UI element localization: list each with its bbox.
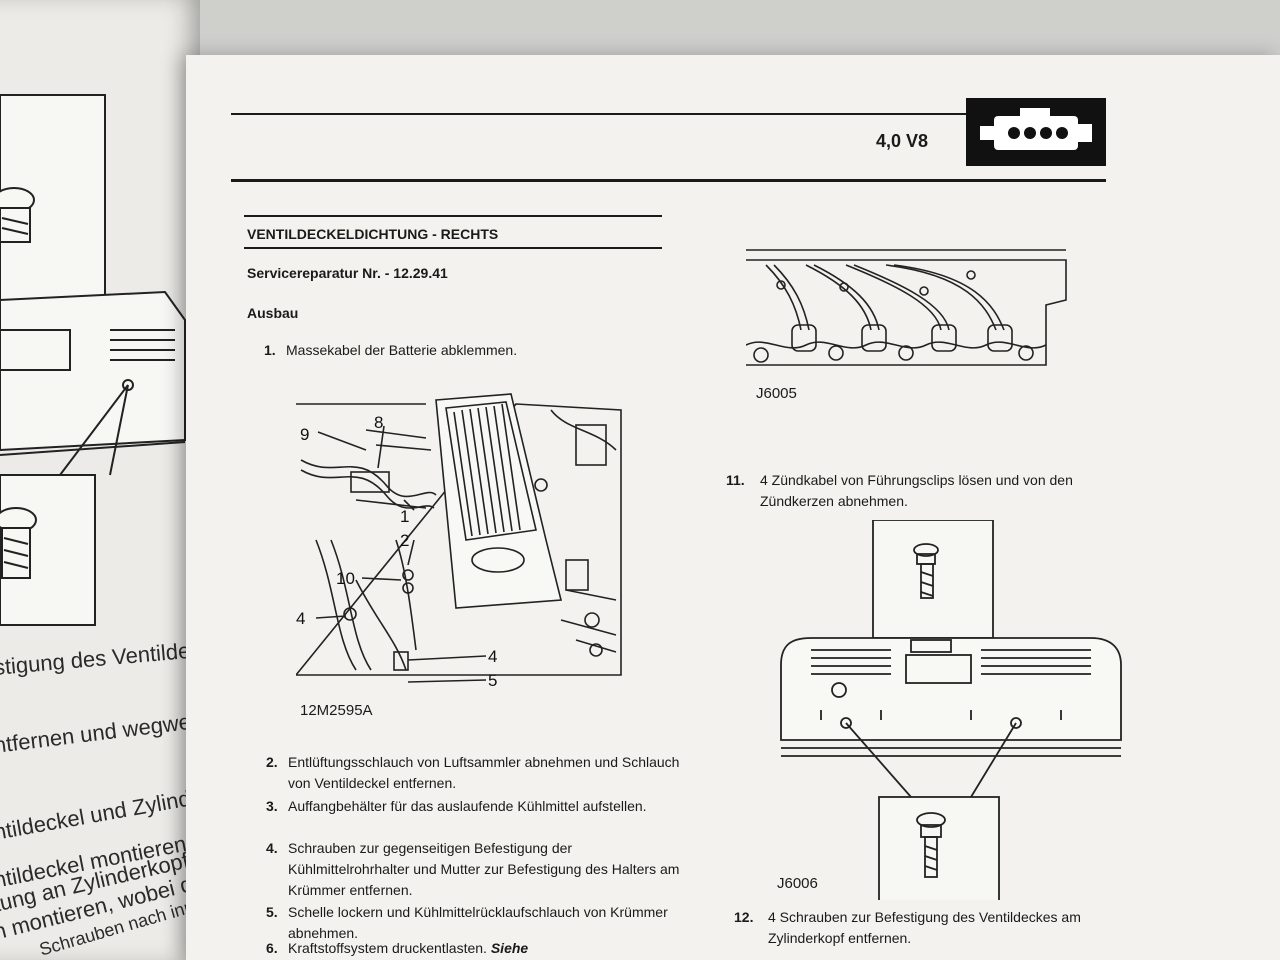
ignition-leads-figure: J6005 [745, 245, 1086, 405]
engine-bay-figure: 9 8 1 2 10 4 4 5 12M2595A [294, 390, 626, 720]
callout-1: 1 [400, 507, 409, 526]
step-number: 12. [734, 909, 754, 925]
step-number: 6. [266, 940, 278, 956]
section-rule-bottom [244, 247, 662, 249]
step-5: 5. Schelle lockern und Kühlmittelrücklau… [266, 902, 686, 944]
callout-2: 2 [400, 531, 409, 550]
header-title: 4,0 V8 [876, 131, 929, 151]
step-number: 2. [266, 754, 278, 770]
callout-4b: 4 [488, 647, 497, 666]
right-page: 4,0 V8 VENTILDECKELDICHTUNG - RECHTS Ser… [186, 55, 1280, 960]
step-1: 1. Massekabel der Batterie abklemmen. [264, 340, 584, 361]
step-text: Massekabel der Batterie abklemmen. [286, 342, 518, 358]
figure-label: J6006 [777, 875, 818, 892]
step-2: 2. Entlüftungsschlauch von Luftsammler a… [266, 752, 686, 794]
left-page: stigung des Ventildeckes a . . ntfernen … [0, 0, 200, 960]
step-6-text: Kraftstoffsystem druckentlasten. [288, 940, 487, 956]
step-number: 4. [266, 840, 278, 856]
step-number: 5. [266, 904, 278, 920]
subheading-ausbau: Ausbau [247, 305, 299, 321]
step-text: 4 Zündkabel von Führungsclips lösen und … [760, 472, 1073, 509]
figure-label: 12M2595A [300, 702, 373, 719]
step-number: 3. [266, 798, 278, 814]
engine-icon [966, 98, 1106, 166]
bolt-illustration-left [0, 94, 186, 626]
step-text: 4 Schrauben zur Befestigung des Ventilde… [768, 909, 1081, 946]
step-number: 11. [726, 472, 745, 488]
cross-reference[interactable]: Siehe [490, 940, 529, 956]
step-6: 6. Kraftstoffsystem druckentlasten. Sieh… [266, 938, 686, 959]
step-3: 3. Auffangbehälter für das auslaufende K… [266, 796, 686, 817]
section-rule-top [244, 215, 662, 217]
valve-cover-figure: J6006 [771, 519, 1131, 928]
callout-5: 5 [488, 671, 497, 690]
callout-8: 8 [374, 413, 383, 432]
section-title: VENTILDECKELDICHTUNG - RECHTS [247, 226, 499, 242]
step-text: Entlüftungsschlauch von Luftsammler abne… [288, 754, 680, 791]
service-number: Servicereparatur Nr. - 12.29.41 [247, 265, 448, 281]
step-text: Auffangbehälter für das auslaufende Kühl… [288, 798, 647, 814]
header-rule-top [231, 113, 971, 115]
callout-10: 10 [336, 569, 355, 588]
figure-label: J6005 [756, 385, 797, 402]
step-text: Schelle lockern und Kühlmittelrücklaufsc… [288, 904, 668, 941]
callout-9: 9 [300, 425, 309, 444]
step-12: 12. 4 Schrauben zur Befestigung des Vent… [734, 907, 1154, 949]
step-4: 4. Schrauben zur gegenseitigen Befestigu… [266, 838, 686, 901]
step-11: 11. 4 Zündkabel von Führungsclips lösen … [726, 470, 1146, 512]
step-text: Schrauben zur gegenseitigen Befestigung … [288, 840, 680, 898]
step-number: 1. [264, 342, 276, 358]
step-text: Kraftstoffsystem druckentlasten. Siehe [288, 938, 686, 959]
callout-4a: 4 [296, 609, 305, 628]
header-rule-bottom [231, 179, 1106, 182]
